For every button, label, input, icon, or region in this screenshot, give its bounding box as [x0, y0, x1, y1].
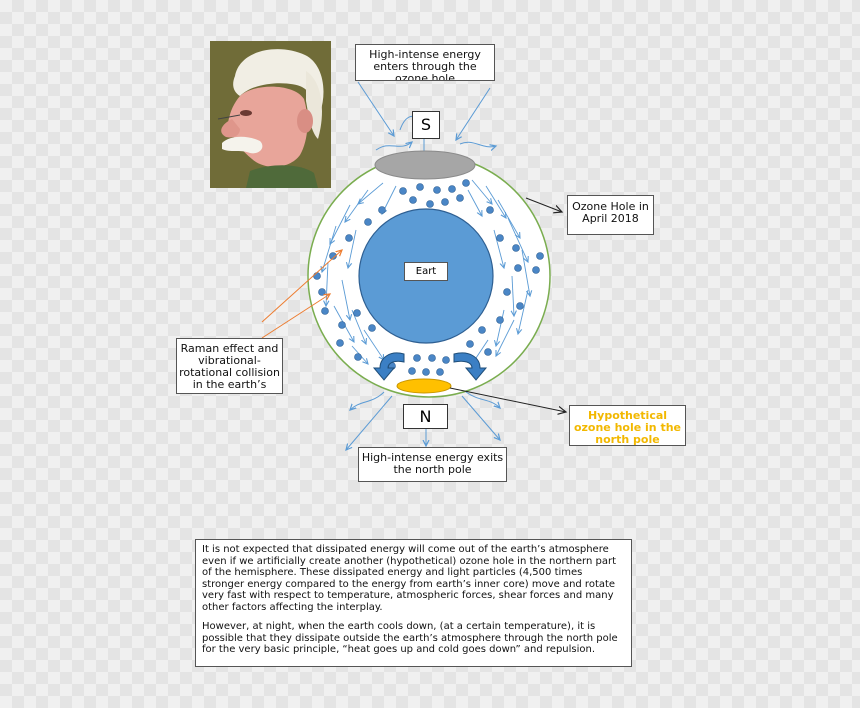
energy-particles: [313, 179, 544, 376]
explanation-panel: It is not expected that dissipated energ…: [195, 539, 632, 667]
north-ozone-hole: [396, 378, 452, 394]
raman-arrows: [261, 250, 342, 339]
hypothetical-hole-callout: Hypothetical ozone hole in the north pol…: [569, 405, 686, 446]
ozone-hole-text: Ozone Hole in April 2018: [572, 200, 649, 225]
incoming-energy-arrows: [357, 81, 496, 158]
ozone-hole-callout: Ozone Hole in April 2018: [567, 195, 654, 235]
outgoing-energy-text: High-intense energy exits the north pole: [361, 451, 504, 476]
explanation-paragraph-2: However, at night, when the earth cools …: [202, 621, 618, 655]
incoming-energy-text: High-intense energy enters through the o…: [369, 48, 481, 81]
explanation-paragraph-1: It is not expected that dissipated energ…: [202, 544, 616, 613]
incoming-energy-callout: High-intense energy enters through the o…: [355, 44, 495, 81]
north-pole-label: N: [403, 404, 448, 429]
south-ozone-hole: [374, 150, 476, 180]
portrait-image: [210, 41, 331, 188]
earth-label: Eart: [404, 262, 448, 281]
raman-effect-text: Raman effect and vibrational-rotational …: [179, 342, 280, 391]
outgoing-energy-callout: High-intense energy exits the north pole: [358, 447, 507, 482]
ozone-hole-pointer: [525, 197, 562, 212]
raman-effect-callout: Raman effect and vibrational-rotational …: [176, 338, 283, 394]
south-pole-label: S: [412, 111, 440, 139]
hypothetical-hole-text: Hypothetical ozone hole in the north pol…: [573, 409, 682, 446]
rotation-arrows: [372, 352, 488, 381]
hypothetical-pointer: [449, 387, 566, 412]
outgoing-energy-arrows: [346, 391, 500, 450]
